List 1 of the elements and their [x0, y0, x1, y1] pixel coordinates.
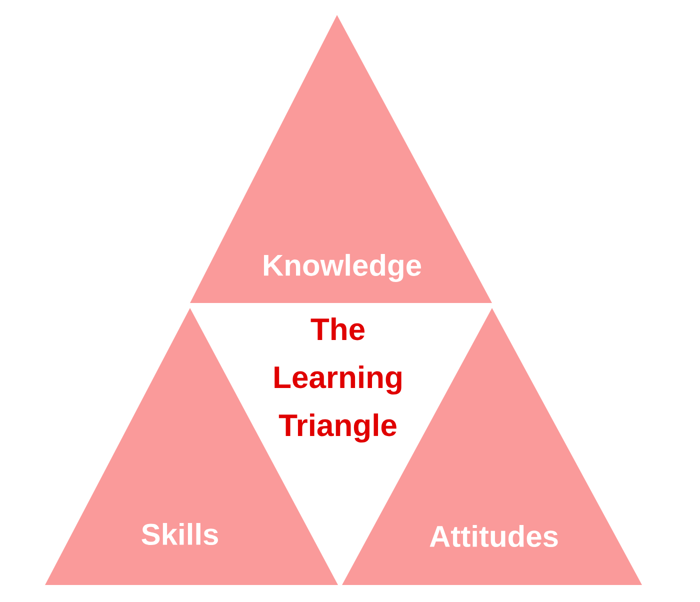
triangle: Knowledge [190, 15, 492, 303]
